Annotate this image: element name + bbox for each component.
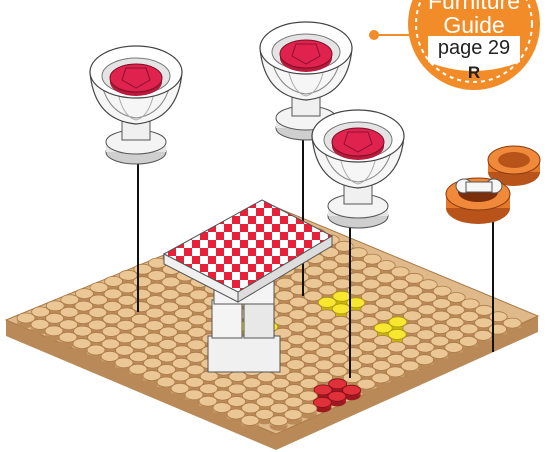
stud bbox=[270, 416, 288, 431]
badge-page-number: page 29 bbox=[404, 37, 544, 60]
badge-title-line2: Guide bbox=[404, 12, 544, 39]
chair-1 bbox=[90, 46, 182, 164]
badge-mark: R bbox=[404, 63, 544, 83]
stud bbox=[241, 415, 259, 430]
chair-3 bbox=[312, 110, 404, 228]
